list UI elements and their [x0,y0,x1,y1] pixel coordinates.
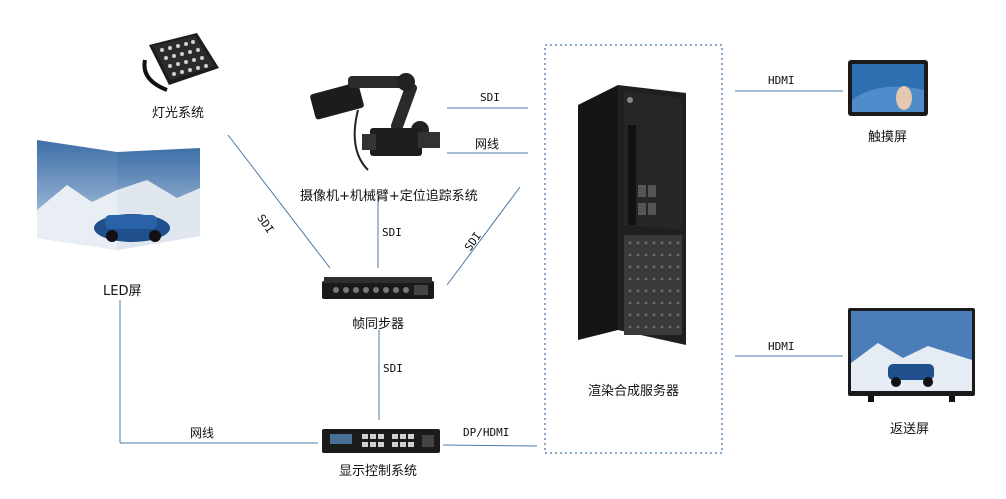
frame-sync-label: 帧同步器 [352,317,405,332]
led-label: LED屏 [103,284,142,299]
camera-label: 摄像机+机械臂+定位追踪系统 [300,189,478,204]
edge-label-sync-display: SDI [383,362,403,375]
frame-sync-icon [322,277,434,299]
edge-label-server-return: HDMI [768,340,795,353]
touchscreen-icon [848,60,928,116]
led-screen-icon [37,140,200,250]
render-server-label: 渲染合成服务器 [588,384,680,399]
edge-server-sync [446,186,521,286]
camera-arm-icon [310,73,440,171]
display-controller-icon [322,429,440,453]
lighting-label: 灯光系统 [152,106,205,121]
lighting-fixture-icon [142,33,219,92]
edge-label-led-display: 网线 [190,426,215,440]
edge-light-sync [227,134,331,269]
return-screen-label: 返送屏 [890,422,930,437]
edge-label-camera-server-net: 网线 [475,137,500,151]
edge-label-display-server: DP/HDMI [463,426,510,439]
edge-display-server [442,444,538,447]
display-control-label: 显示控制系统 [339,464,418,479]
edge-label-server-touch: HDMI [768,74,795,87]
return-screen-icon [848,308,975,402]
server-tower-icon [578,85,686,345]
render-server-boundary [544,44,723,454]
edge-label-camera-sync: SDI [382,226,402,239]
touchscreen-label: 触摸屏 [868,130,908,145]
edge-label-camera-server-sdi: SDI [480,91,500,104]
